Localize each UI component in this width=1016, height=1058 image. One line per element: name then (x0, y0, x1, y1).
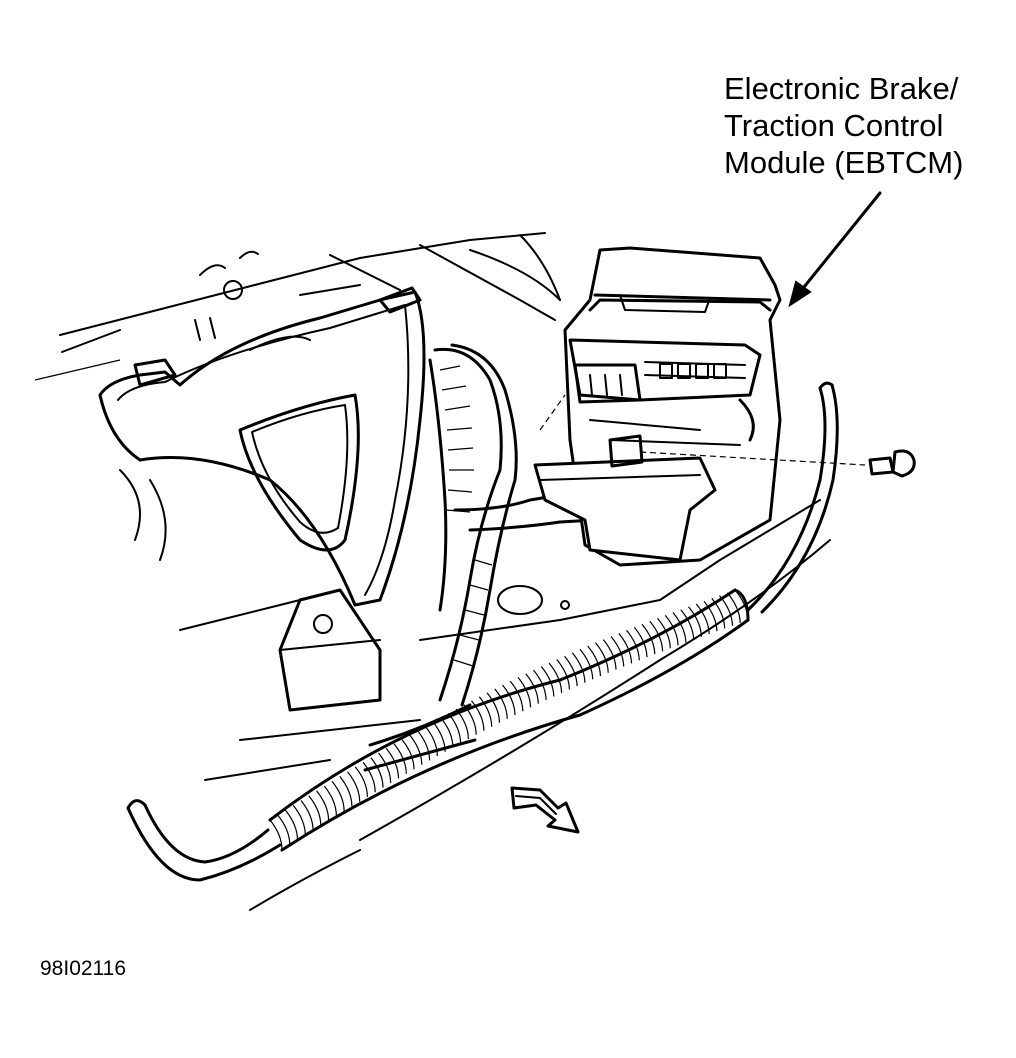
corrugated-conduit (268, 588, 750, 852)
wire-harness (428, 343, 597, 707)
strut-tower (98, 286, 426, 712)
callout-label-line-1: Electronic Brake/ (724, 71, 959, 106)
front-direction-arrow-icon (510, 786, 580, 834)
brake-line-tubes (126, 381, 839, 882)
callout-label-line-3: Module (EBTCM) (724, 145, 964, 180)
body-panel-lines (34, 232, 831, 911)
ebtcm-module (497, 246, 782, 615)
fastener-bolt (539, 394, 916, 478)
callout-label-line-2: Traction Control (724, 108, 944, 143)
callout-arrow (788, 191, 882, 308)
figure-id: 98I02116 (40, 957, 127, 980)
